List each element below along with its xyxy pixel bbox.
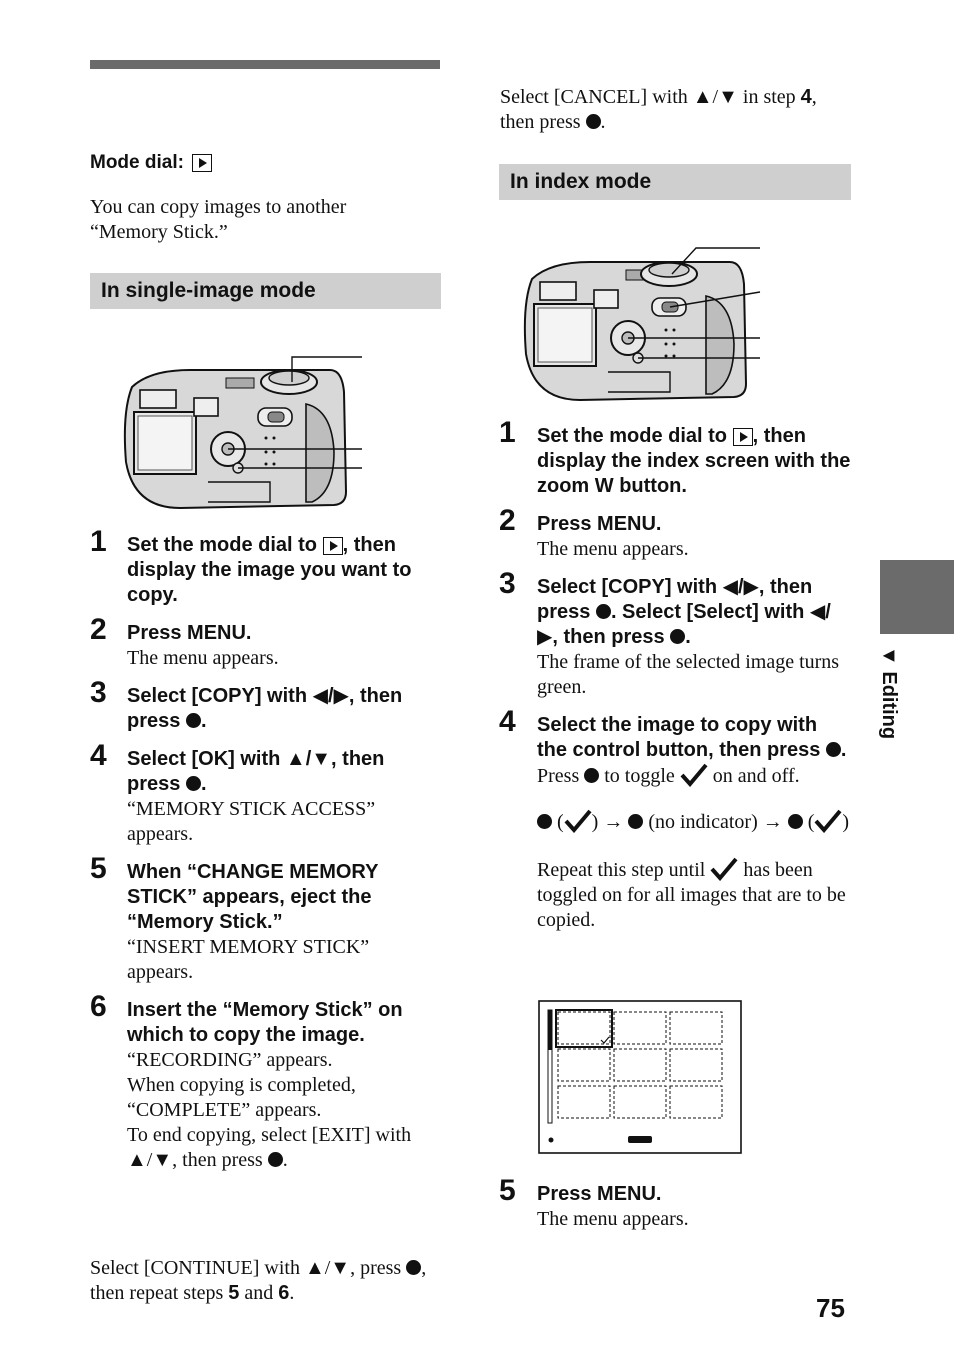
single-step-6: 6 Insert the “Memory Stick” on which to …	[90, 990, 412, 1171]
step-number: 2	[499, 504, 516, 537]
playback-icon	[732, 427, 753, 446]
cancel-note: Select [CANCEL] with ▲/▼ in step 4, then…	[500, 86, 817, 133]
continue-note: Select [CONTINUE] with ▲/▼, press , then…	[90, 1257, 427, 1304]
step-number: 3	[90, 676, 107, 709]
index-step-1: 1 Set the mode dial to , then display th…	[499, 416, 851, 497]
single-step-4: 4 Select [OK] with ▲/▼, then press . “ME…	[90, 739, 385, 845]
check-mark-icon	[564, 809, 592, 833]
step-number: 1	[90, 525, 107, 558]
center-button-icon	[406, 1260, 422, 1275]
center-button-icon	[825, 742, 841, 757]
intro-text: You can copy images to another “Memory S…	[90, 196, 347, 243]
chapter-tab	[880, 560, 954, 634]
center-button-icon	[185, 713, 201, 728]
section-heading-index: In index mode	[499, 164, 851, 200]
index-step-5: 5 Press MENU. The menu appears.	[499, 1174, 689, 1230]
index-step-4: 4 Select the image to copy with the cont…	[499, 705, 851, 931]
index-step-3: 3 Select [COPY] with ◀/▶, then press . S…	[499, 567, 840, 698]
index-step-2: 2 Press MENU. The menu appears.	[499, 504, 689, 560]
check-mark-icon	[680, 763, 708, 787]
step-number: 1	[499, 416, 516, 449]
check-mark-icon	[710, 857, 738, 881]
center-button-icon	[537, 814, 552, 829]
center-button-icon	[267, 1152, 283, 1167]
toggle-sequence: () → (no indicator) → ()	[537, 809, 851, 835]
step-number: 4	[90, 739, 107, 772]
step-number: 4	[499, 705, 516, 738]
index-screen-illustration	[538, 1000, 742, 1154]
center-button-icon	[787, 814, 803, 829]
single-step-5: 5 When “CHANGE MEMORY STICK” appears, ej…	[90, 852, 379, 983]
center-button-icon	[584, 768, 600, 783]
camera-illustration	[523, 247, 761, 402]
playback-icon	[191, 154, 212, 172]
step-number: 6	[90, 990, 107, 1023]
check-mark-icon	[814, 809, 842, 833]
step-number: 2	[90, 613, 107, 646]
page-number: 75	[816, 1293, 845, 1323]
playback-icon	[322, 536, 343, 555]
section-heading-single: In single-image mode	[90, 273, 441, 309]
center-button-icon	[585, 114, 601, 129]
camera-illustration	[123, 356, 362, 510]
center-button-icon	[595, 604, 611, 619]
step-number: 5	[499, 1174, 516, 1207]
single-step-3: 3 Select [COPY] with ◀/▶, then press .	[90, 676, 403, 732]
mode-dial-line: Mode dial:	[90, 152, 212, 174]
chapter-label: ▼ Editing	[878, 646, 900, 740]
center-button-icon	[185, 776, 201, 791]
single-step-2: 2 Press MENU. The menu appears.	[90, 613, 279, 669]
single-step-1: 1 Set the mode dial to , then display th…	[90, 525, 412, 606]
center-button-icon	[628, 814, 644, 829]
step-number: 3	[499, 567, 516, 600]
header-rule	[90, 60, 440, 69]
step-number: 5	[90, 852, 107, 885]
mode-dial-label: Mode dial:	[90, 152, 184, 173]
center-button-icon	[670, 629, 686, 644]
